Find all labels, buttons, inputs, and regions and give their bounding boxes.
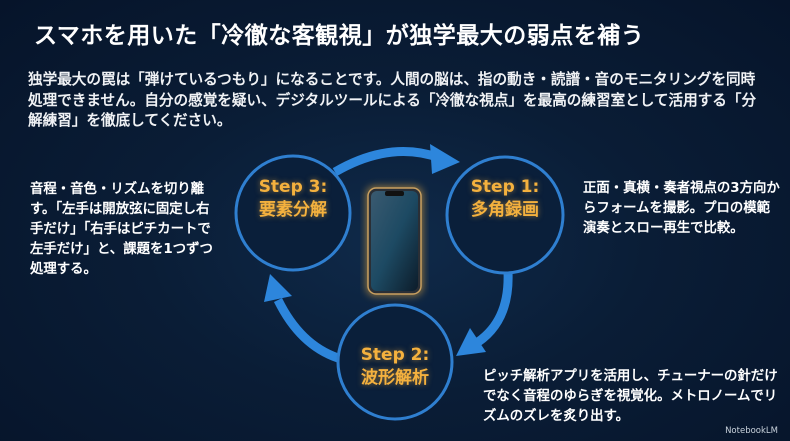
arrow-head-3 [264,274,292,302]
step1-label: Step 1: 多角録画 [445,176,565,222]
step2-number: Step 2: [360,345,430,365]
arrow-step2-to-step3 [273,297,340,363]
step3-number: Step 3: [258,177,328,197]
arrow-step1-to-step2 [475,271,513,346]
step1-description: 正面・真横・奏者視点の3方向からフォームを撮影。プロの模範演奏とスロー再生で比較… [583,181,780,236]
step3-title: 要素分解 [259,200,327,220]
slide-title: スマホを用いた「冷徹な客観視」が独学最大の弱点を補う [34,23,645,49]
step2-circle [336,303,454,421]
step3-circle [234,154,352,272]
arrow-step3-to-step1 [332,147,442,176]
step2-title: 波形解析 [361,368,429,388]
step3-description: 音程・音色・リズムを切り離す。「左手は開放弦に固定し右手だけ」「右手はピチカート… [30,182,213,277]
arrow-head-1 [430,144,460,174]
brand-watermark: NotebookLM [725,426,778,436]
step3-label: Step 3: 要素分解 [233,176,353,222]
step1-title: 多角録画 [471,200,539,220]
step2-description: ピッチ解析アプリを活用し、チューナーの針だけでなく音程のゆらぎを視覚化。メトロノ… [483,369,778,424]
step1-circle [445,155,565,275]
intro-text: 独学最大の罠は「弾けているつもり」になることです。人間の脳は、指の動き・読譜・音… [28,71,757,129]
step2-label: Step 2: 波形解析 [335,344,455,390]
arrow-head-2 [456,328,486,356]
smartphone-icon [366,186,423,296]
step1-number: Step 1: [470,177,540,197]
